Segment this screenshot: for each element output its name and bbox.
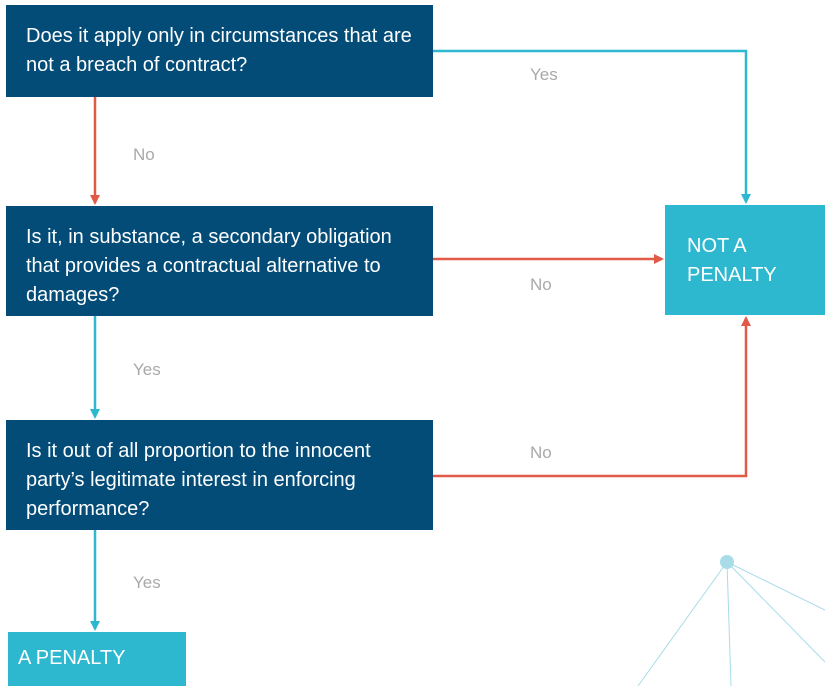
question-text-3: Is it out of all proportion to the innoc… xyxy=(26,440,371,520)
question-box-1: Does it apply only in circumstances that… xyxy=(6,5,433,97)
decorative-network-line xyxy=(726,561,825,611)
outcome-a-penalty: A PENALTY xyxy=(8,632,186,686)
edge-label-q3-yes: Yes xyxy=(133,573,161,592)
decorative-network-line xyxy=(726,561,732,686)
question-box-3: Is it out of all proportion to the innoc… xyxy=(6,420,433,530)
edge-label-q2-yes: Yes xyxy=(133,360,161,379)
outcome-not-a-penalty-text: NOT A PENALTY xyxy=(687,235,777,286)
edge-label-q3-no: No xyxy=(530,443,552,462)
decorative-network-line xyxy=(637,561,728,686)
edge-label-q2-no: No xyxy=(530,275,552,294)
outcome-not-a-penalty: NOT A PENALTY xyxy=(665,205,825,315)
question-box-2: Is it, in substance, a secondary obligat… xyxy=(6,206,433,316)
question-text-2: Is it, in substance, a secondary obligat… xyxy=(26,226,392,306)
connector-q1-yes xyxy=(433,49,751,204)
decorative-network-graphic xyxy=(637,555,825,686)
decorative-network-node xyxy=(720,555,734,569)
question-text-1: Does it apply only in circumstances that… xyxy=(26,25,412,76)
edge-label-q1-yes: Yes xyxy=(530,65,558,84)
outcome-a-penalty-text: A PENALTY xyxy=(18,647,126,669)
decorative-network-line xyxy=(726,561,825,663)
connector-q3-no xyxy=(433,316,751,478)
edge-label-q1-no: No xyxy=(133,145,155,164)
